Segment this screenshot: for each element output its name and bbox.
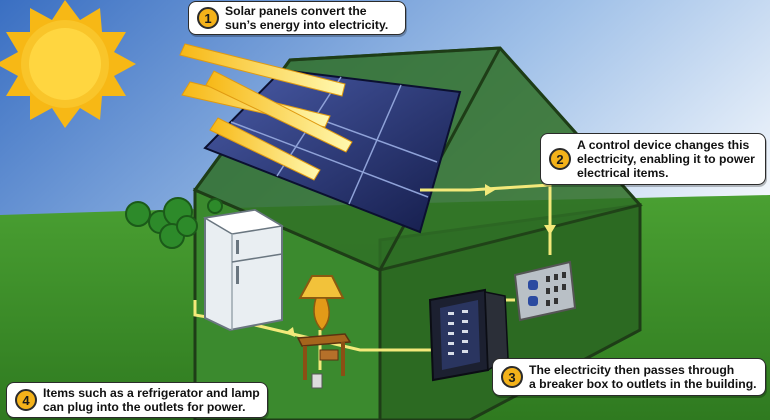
callout-line: Items such as a refrigerator and lamp — [43, 386, 260, 400]
tree-icon — [125, 197, 223, 249]
callout-line: electricity, enabling it to power — [577, 152, 755, 166]
step-badge: 2 — [549, 148, 571, 170]
callout-line: Solar panels convert the — [225, 4, 367, 18]
callout-1: 1 Solar panels convert the sun’s energy … — [188, 1, 406, 35]
callout-text: A control device changes this electricit… — [577, 138, 755, 180]
sun-icon — [0, 0, 136, 128]
breaker-box-icon — [428, 288, 509, 382]
sun-rays — [179, 43, 353, 181]
callout-4: 4 Items such as a refrigerator and lamp … — [6, 382, 268, 418]
callout-line: sun’s energy into electricity. — [225, 18, 389, 32]
callout-text: Solar panels convert the sun’s energy in… — [225, 4, 388, 32]
callout-2: 2 A control device changes this electric… — [540, 133, 766, 185]
callout-text: Items such as a refrigerator and lamp ca… — [43, 386, 260, 414]
callout-3: 3 The electricity then passes through a … — [492, 358, 766, 396]
step-badge: 3 — [501, 366, 523, 388]
lamp-icon — [296, 275, 352, 380]
callout-line: can plug into the outlets for power. — [43, 400, 246, 414]
callout-line: a breaker box to outlets in the building… — [529, 377, 757, 391]
callout-text: The electricity then passes through a br… — [529, 363, 757, 391]
current-arrows — [285, 184, 556, 337]
callout-line: The electricity then passes through — [529, 363, 735, 377]
callout-line: electrical items. — [577, 166, 669, 180]
outlet-icon — [311, 373, 323, 389]
step-badge: 4 — [15, 389, 37, 411]
refrigerator-icon — [202, 208, 285, 332]
step-badge: 1 — [197, 7, 219, 29]
callout-line: A control device changes this — [577, 138, 750, 152]
control-device-icon — [513, 260, 577, 322]
